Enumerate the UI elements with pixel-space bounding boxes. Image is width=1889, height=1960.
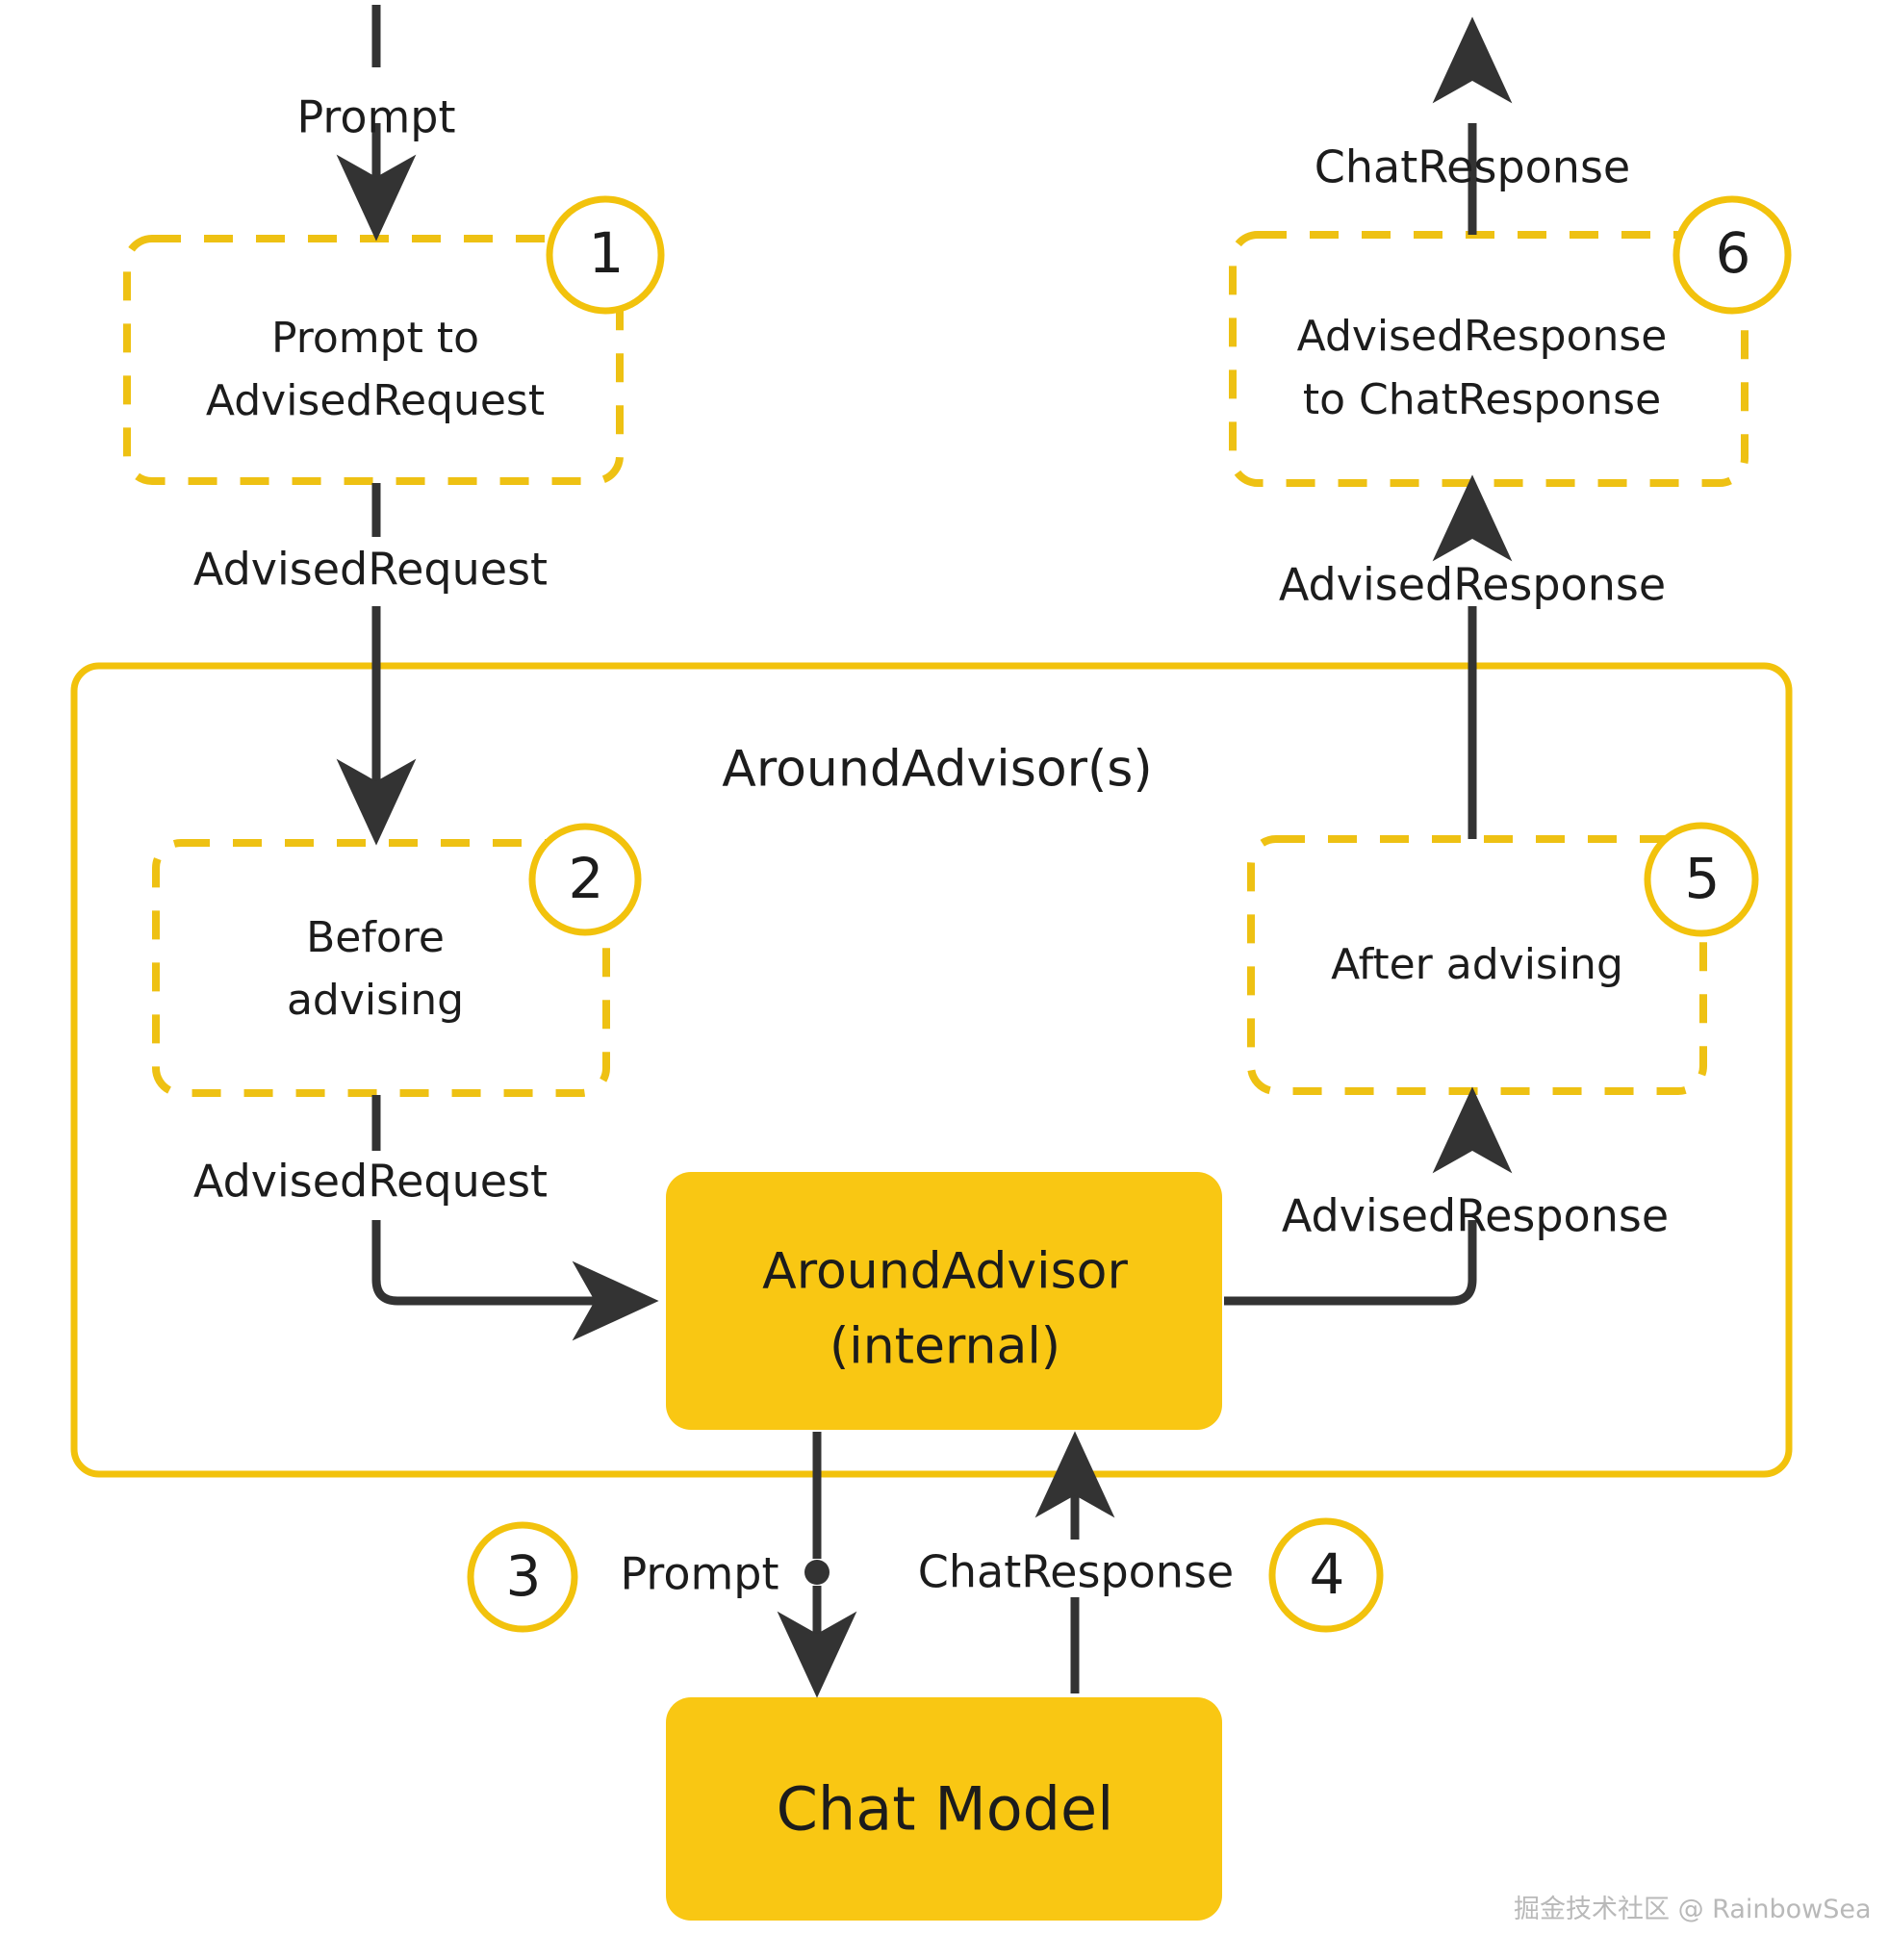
step-1-label-line2: AdvisedRequest: [205, 375, 546, 425]
around-advisor-internal-label-line2: (internal): [829, 1317, 1061, 1376]
edge-label-prompt-to-model: Prompt: [620, 1547, 779, 1600]
step-6-badge-circle: [1672, 195, 1792, 315]
step-6-box: [1229, 231, 1749, 487]
step-1-label-line1: Prompt to: [270, 313, 480, 363]
step-4-badge-number: 4: [1309, 1540, 1345, 1607]
around-advisor-internal-box[interactable]: [666, 1172, 1222, 1430]
step-6-badge-number: 6: [1715, 219, 1751, 286]
edge-label-advised-response-1: AdvisedResponse: [1281, 1189, 1670, 1242]
step-3-badge-circle: [467, 1521, 578, 1633]
around-advisors-group-box: [70, 662, 1793, 1478]
arrow-advised-response-1-elbow: [1224, 1220, 1477, 1306]
step-1-badge-circle: [546, 195, 665, 315]
step-5-badge-number: 5: [1684, 845, 1721, 911]
prompt-junction-dot: [804, 1560, 830, 1585]
step-5-badge-circle: [1644, 822, 1759, 937]
step-4-badge-circle: [1268, 1517, 1384, 1633]
arrow-advised-request-2-elbow: [371, 1220, 659, 1341]
edge-label-advised-response-2: AdvisedResponse: [1278, 558, 1667, 611]
step-2-badge-circle: [528, 823, 642, 936]
step-2-badge-number: 2: [568, 845, 604, 911]
chat-model-box[interactable]: [666, 1697, 1222, 1921]
edge-label-chatresponse-from-model: ChatResponse: [917, 1545, 1235, 1598]
edge-label-advised-request-2: AdvisedRequest: [192, 1155, 549, 1208]
step-5-label-line1: After advising: [1331, 939, 1623, 989]
chat-model-label: Chat Model: [776, 1773, 1114, 1845]
step-3-badge-number: 3: [505, 1542, 542, 1609]
step-2-label-line1: Before: [306, 912, 445, 962]
step-6-label-line2: to ChatResponse: [1302, 374, 1662, 424]
step-1-badge-number: 1: [588, 219, 625, 286]
edge-label-chatresponse-out: ChatResponse: [1314, 140, 1631, 193]
step-6-label-line1: AdvisedResponse: [1296, 311, 1668, 361]
around-advisors-group-title: AroundAdvisor(s): [722, 740, 1153, 799]
edge-label-advised-request-1: AdvisedRequest: [192, 543, 549, 596]
around-advisor-internal-label-line1: AroundAdvisor: [762, 1242, 1128, 1301]
watermark: 掘金技术社区 @ RainbowSea: [1514, 1895, 1872, 1924]
edge-label-prompt-in: Prompt: [296, 90, 456, 143]
step-2-label-line2: advising: [286, 975, 465, 1025]
step-2-box: [152, 839, 610, 1097]
